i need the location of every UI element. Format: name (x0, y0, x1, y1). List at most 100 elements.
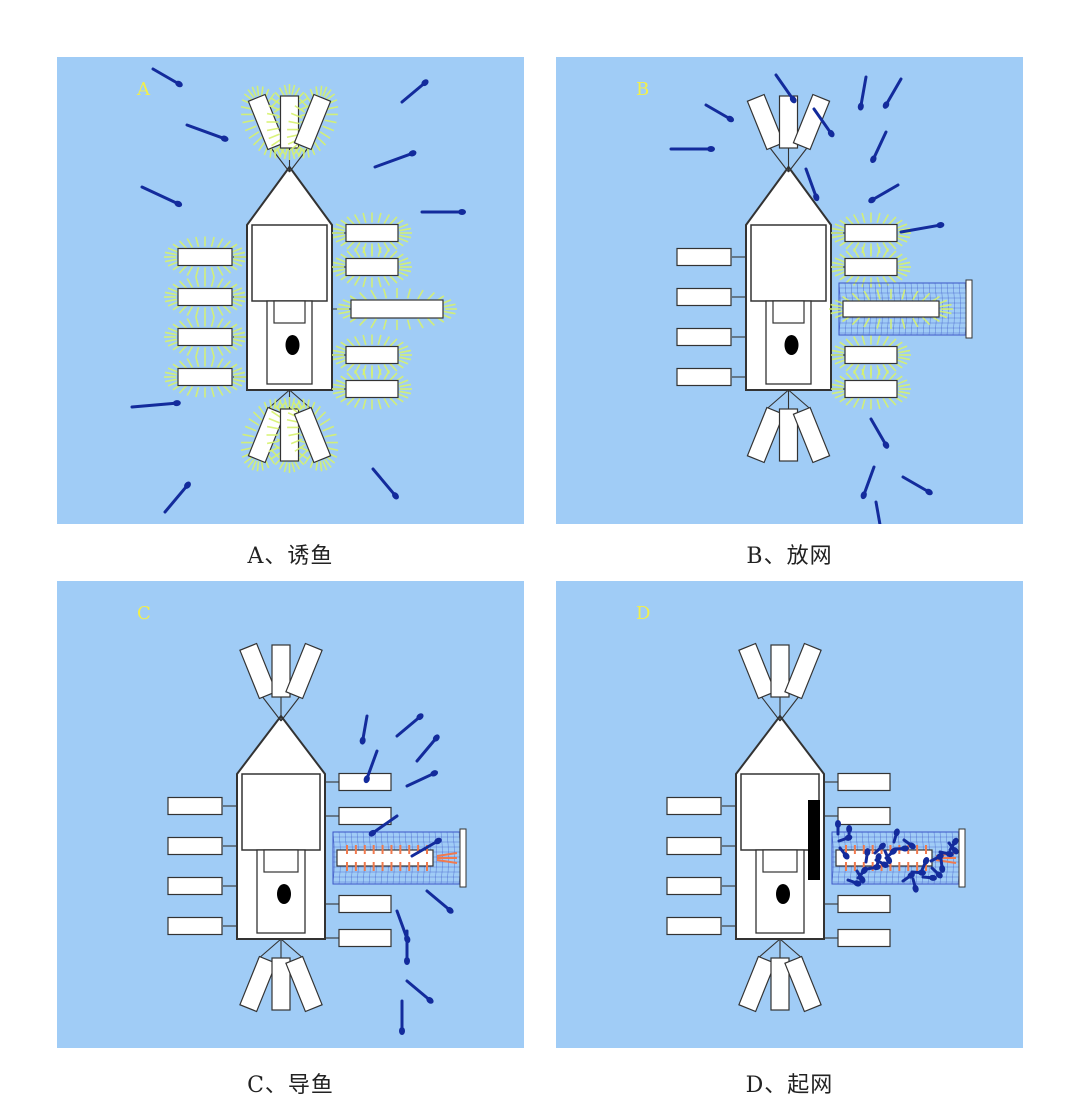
light-ray (335, 257, 348, 264)
light-glow (332, 368, 412, 410)
light-ray (216, 266, 224, 276)
lamp (293, 93, 332, 151)
light-ray (346, 250, 356, 260)
light-ray (332, 390, 345, 395)
light-ray (388, 338, 398, 348)
light-ray (230, 287, 243, 294)
light-ray (210, 236, 215, 247)
light-ray (831, 227, 844, 232)
fish (921, 874, 937, 881)
light-ray (912, 290, 919, 301)
arrow-mark (935, 859, 957, 864)
light-ray (845, 338, 855, 348)
fish (939, 857, 946, 873)
fish (420, 209, 466, 215)
panel-d-haul-net: D (556, 581, 1023, 1048)
light-ray (322, 460, 328, 471)
engine-mark (776, 884, 790, 904)
lamp (666, 796, 722, 816)
lamp (285, 642, 323, 700)
fish (410, 837, 442, 858)
caption-d: D、起网 (745, 1073, 834, 1098)
lamp (746, 406, 785, 464)
light-ray (861, 212, 866, 223)
light-ray (322, 425, 335, 432)
lamp (837, 928, 891, 948)
light-ray (210, 356, 215, 367)
light-ray (222, 344, 232, 354)
light-ray (278, 459, 286, 470)
fish (938, 850, 954, 858)
light-ray (863, 317, 870, 328)
light-ray (244, 425, 257, 432)
light-ray (251, 460, 257, 471)
fish (835, 820, 841, 836)
fish (868, 183, 900, 204)
light-ray (830, 303, 843, 308)
light-ray (426, 292, 435, 301)
light-ray (319, 418, 331, 426)
light-ray (195, 356, 200, 367)
scene (666, 642, 966, 1013)
panel-letter: B (636, 79, 649, 100)
lamp (770, 957, 790, 1011)
light-ray (895, 358, 908, 365)
light-ray (240, 447, 253, 452)
light-ray (396, 392, 409, 399)
fish (901, 871, 915, 883)
light-ray (210, 347, 215, 358)
caption-c: C、导鱼 (247, 1073, 334, 1098)
light-ray (266, 440, 279, 445)
lamp (784, 642, 822, 700)
light-ray (291, 462, 296, 473)
light-ray (830, 310, 843, 315)
light-glow (164, 276, 246, 318)
light-ray (268, 446, 280, 453)
lamp-arm (765, 389, 789, 411)
light-ray (362, 246, 367, 257)
haul-block (808, 800, 820, 880)
light-ray (167, 340, 180, 347)
light-ray (243, 455, 254, 464)
light-ray (332, 227, 345, 232)
light-ray (325, 455, 336, 464)
light-ray (289, 142, 300, 151)
light-ray (186, 318, 194, 328)
fish (873, 842, 886, 855)
light-ray (186, 278, 194, 288)
light-ray (306, 147, 310, 158)
fish (875, 853, 882, 869)
panel-a-lure-fish: A (57, 57, 524, 524)
fish (405, 770, 439, 788)
light-ray (266, 425, 279, 430)
lamp (345, 379, 399, 399)
light-ray (346, 274, 356, 284)
light-ray (283, 84, 288, 95)
light-ray (273, 398, 277, 409)
light-ray (216, 318, 224, 328)
light-ray (335, 345, 348, 352)
light-ray (388, 396, 398, 406)
light-ray (233, 371, 246, 376)
light-ray (324, 119, 337, 124)
light-ray (186, 346, 194, 356)
light-ray (399, 356, 412, 361)
panel-letter: A (136, 79, 151, 100)
light-ray (167, 247, 180, 254)
fish (857, 75, 868, 111)
light-ray (233, 251, 246, 256)
light-ray (268, 417, 280, 424)
fish (804, 167, 820, 202)
light-glow (332, 246, 412, 288)
light-ray (273, 148, 277, 159)
lamp (778, 95, 799, 149)
lamp (271, 644, 291, 698)
light-ray (861, 399, 866, 410)
light-ray (233, 291, 246, 296)
fish (405, 979, 434, 1004)
light-ray (898, 234, 911, 239)
light-ray (222, 320, 232, 330)
light-ray (288, 432, 301, 437)
light-ray (313, 140, 321, 152)
light-ray (222, 304, 232, 314)
